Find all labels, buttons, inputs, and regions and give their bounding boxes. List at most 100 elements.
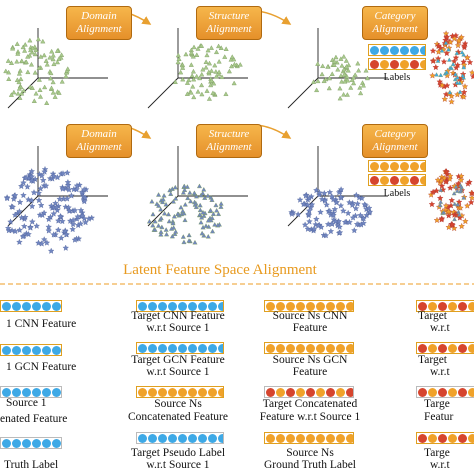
scatter-point: [446, 47, 451, 52]
scatter-point: [211, 80, 217, 86]
scatter-point: [59, 185, 66, 192]
chip-dot: [390, 176, 399, 185]
scatter-point: [56, 90, 62, 95]
scatter-point: [288, 210, 296, 217]
legend1-text-2: 1 GCN Feature: [6, 361, 77, 373]
scatter-point: [188, 90, 194, 95]
scatter-point: [41, 52, 47, 58]
chip-dot: [418, 302, 427, 311]
legend2-text-4: w.r.t Source 1: [146, 366, 210, 378]
scatter-point: [18, 214, 25, 221]
scatter-point: [190, 68, 196, 74]
scatter-point: [325, 64, 331, 69]
scatter-point: [200, 190, 206, 196]
scatter-point: [192, 239, 198, 245]
scatter-point: [62, 244, 69, 251]
scatter-point: [213, 202, 219, 208]
scatter-point: [429, 47, 437, 54]
scatter-point: [55, 217, 62, 224]
scatter-point: [212, 62, 218, 68]
scatter-point: [6, 69, 12, 75]
scatter-point: [199, 91, 205, 97]
scatter-point: [458, 189, 463, 194]
chip-dot: [178, 434, 187, 443]
scatter-point: [461, 195, 467, 200]
legend3-text-5: Target Concatenated: [262, 398, 358, 410]
scatter-point: [454, 50, 460, 55]
scatter-point: [365, 204, 373, 211]
section-title: Latent Feature Space Alignment: [123, 262, 317, 278]
chip-dot: [316, 344, 325, 353]
scatter-point: [321, 190, 328, 197]
scatter-point: [20, 44, 26, 50]
chip-dot: [208, 344, 217, 353]
chip-dot: [2, 439, 11, 448]
scatter-point: [341, 66, 347, 72]
scatter-point: [324, 221, 332, 228]
scatter-point: [35, 189, 42, 196]
scatter-point: [41, 168, 48, 175]
scatter-point: [64, 181, 72, 189]
scatter-point: [181, 239, 187, 245]
scatter-point: [28, 168, 35, 175]
scatter-point: [11, 211, 19, 218]
scatter-point: [33, 90, 39, 96]
scatter-point: [193, 204, 199, 209]
scatter-point: [204, 52, 210, 58]
legend3-text-2: Feature: [292, 322, 328, 334]
scatter-point: [50, 52, 56, 58]
scatter-point: [82, 218, 89, 226]
scatter-point: [457, 176, 465, 183]
scatter-point: [442, 202, 450, 209]
chip-dot: [346, 302, 353, 311]
legend1-chip-1: [0, 300, 62, 312]
scatter-point: [304, 201, 311, 208]
scatter-point: [182, 201, 188, 207]
scatter-point: [210, 211, 216, 216]
scatter-point: [363, 67, 369, 73]
scatter-point: [58, 234, 65, 241]
scatter-point: [337, 85, 343, 91]
scatter-point: [77, 207, 85, 214]
scatter-point: [27, 37, 33, 43]
scatter-point: [433, 216, 441, 224]
scatter-point: [14, 41, 20, 46]
scatter-point: [216, 59, 222, 64]
legend3-chip-1: [264, 300, 354, 312]
chip-dot: [22, 388, 31, 397]
scatter-point: [35, 239, 42, 246]
scatter-point: [21, 87, 27, 93]
scatter-point: [349, 77, 355, 82]
scatter-point: [229, 54, 235, 59]
scatter-point: [460, 93, 467, 100]
scatter-point: [353, 191, 360, 198]
scatter-point: [443, 168, 450, 175]
scatter-point: [213, 69, 219, 74]
scatter-point: [345, 67, 351, 73]
scatter-point: [42, 182, 50, 189]
scatter-point: [156, 203, 162, 208]
scatter-point: [181, 210, 187, 216]
scatter-points: [3, 30, 474, 254]
chip-dot: [158, 434, 167, 443]
scatter-point: [352, 205, 360, 212]
scatter-point: [85, 215, 93, 222]
chip-dot: [448, 344, 457, 353]
labels-tag-2: Labels: [383, 188, 411, 199]
chip-dot: [168, 434, 177, 443]
scatter-point: [438, 182, 446, 189]
scatter-point: [464, 54, 471, 61]
scatter-point: [184, 91, 190, 96]
scatter-point: [466, 59, 474, 66]
scatter-point: [168, 191, 174, 196]
scatter-point: [44, 100, 50, 105]
scatter-point: [3, 68, 9, 74]
scatter-point: [36, 65, 42, 70]
scatter-point: [158, 206, 164, 212]
chip-dot: [218, 302, 223, 311]
scatter-point: [457, 204, 464, 211]
scatter-point: [172, 79, 178, 84]
scatter-point: [199, 230, 205, 236]
